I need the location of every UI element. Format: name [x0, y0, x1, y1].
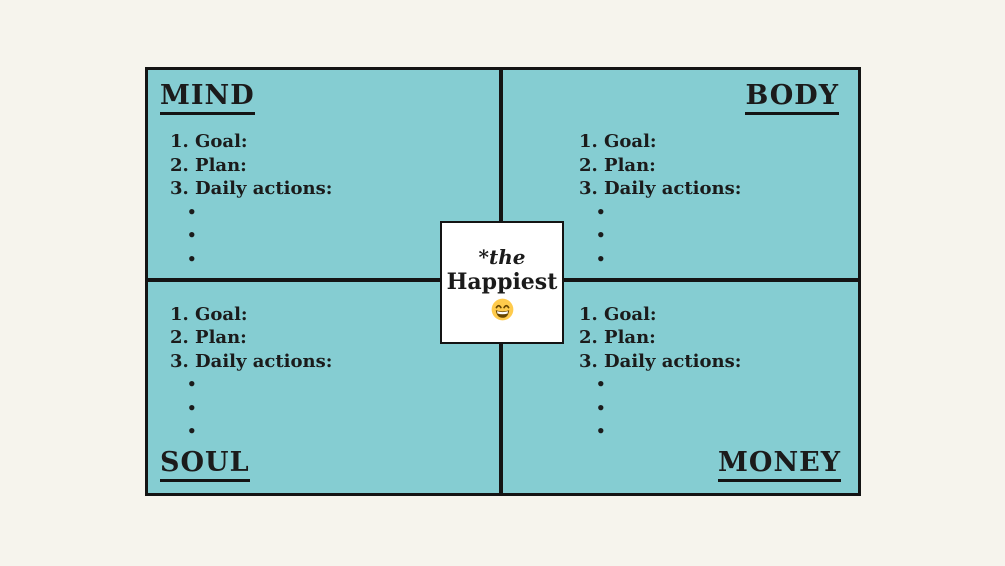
quadrant-title-money-text: MONEY [718, 449, 841, 482]
bullet-point: • [596, 249, 606, 268]
center-label-word: Happiest [446, 268, 558, 295]
quadrant-title-soul: SOUL [160, 449, 250, 482]
bullet-point: • [187, 422, 197, 440]
list-item: 1. Goal: [579, 131, 657, 152]
bullet-point: • [187, 202, 197, 221]
bullet-point: • [596, 202, 606, 221]
bullet-point: • [596, 226, 606, 244]
quadrant-title-mind: MIND [160, 82, 255, 115]
list-item: 2. Plan: [579, 327, 656, 348]
list-item: 3. Daily actions: [579, 350, 742, 372]
body-checklist: 1. Goal: 2. Plan: 3. Daily actions: • • … [579, 130, 741, 271]
mind-checklist: 1. Goal: 2. Plan: 3. Daily actions: • • … [170, 130, 332, 271]
bullet-point: • [187, 249, 197, 268]
quadrant-title-soul-text: SOUL [160, 449, 250, 482]
money-checklist: 1. Goal: 2. Plan: 3. Daily actions: • • … [579, 303, 741, 444]
quadrant-title-body: BODY [745, 82, 839, 115]
list-item: 2. Plan: [170, 327, 247, 348]
center-label-prefix: *the [478, 244, 526, 269]
quadrant-title-money: MONEY [718, 449, 841, 482]
list-item: 3. Daily actions: [579, 178, 742, 199]
soul-checklist: 1. Goal: 2. Plan: 3. Daily actions: • • … [170, 303, 332, 444]
bullet-point: • [596, 398, 606, 417]
list-item: 2. Plan: [170, 154, 247, 176]
bullet-point: • [596, 375, 606, 393]
list-item: 1. Goal: [170, 303, 248, 325]
list-item: 1. Goal: [579, 303, 657, 325]
quadrant-title-body-text: BODY [745, 82, 839, 115]
list-item: 3. Daily actions: [170, 350, 333, 372]
bullet-point: • [596, 422, 606, 440]
list-item: 3. Daily actions: [170, 178, 333, 199]
bullet-point: • [187, 375, 197, 393]
quadrant-body: BODY 1. Goal: 2. Plan: 3. Daily actions:… [503, 70, 858, 282]
bullet-point: • [187, 226, 197, 244]
center-label-card: *the Happiest [440, 221, 564, 344]
grinning-face-emoji [491, 298, 513, 321]
quadrant-grid: MIND 1. Goal: 2. Plan: 3. Daily actions:… [145, 67, 861, 496]
list-item: 2. Plan: [579, 154, 656, 176]
list-item: 1. Goal: [170, 131, 248, 152]
quadrant-title-mind-text: MIND [160, 82, 255, 115]
bullet-point: • [187, 398, 197, 417]
quadrant-soul: SOUL 1. Goal: 2. Plan: 3. Daily actions:… [148, 281, 503, 493]
